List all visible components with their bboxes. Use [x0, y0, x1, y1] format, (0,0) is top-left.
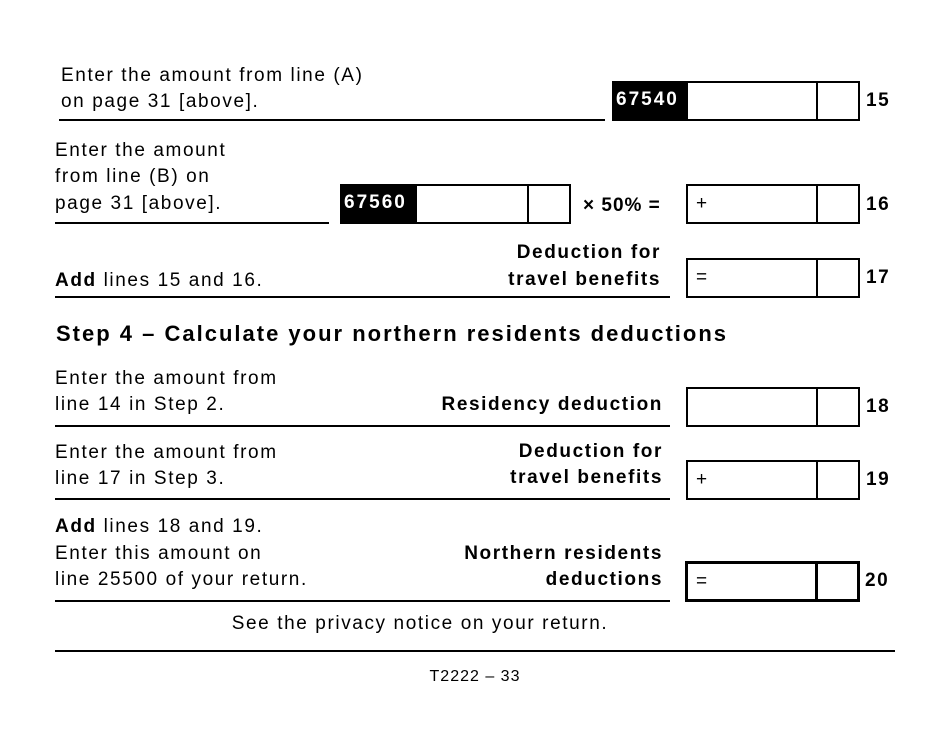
line-17-amount-field[interactable]: = — [686, 258, 860, 298]
form-page-id: T2222 – 33 — [429, 668, 521, 685]
line-20-title-1: Northern residents — [464, 543, 663, 564]
line-17-cents-field[interactable] — [816, 260, 818, 296]
line-17-label-add: Add — [55, 270, 97, 291]
footer-rule — [55, 650, 895, 652]
line-17-number: 17 — [866, 267, 891, 288]
line-19-rule — [55, 498, 670, 500]
line-15-number: 15 — [866, 90, 891, 111]
line-19-label-2: line 17 in Step 3. — [55, 468, 226, 489]
line-20-cents-field[interactable] — [815, 564, 818, 599]
line-19-number: 19 — [866, 469, 891, 490]
line-19-title-2: travel benefits — [510, 467, 663, 488]
line-20-number: 20 — [865, 570, 890, 591]
line-17-rule — [55, 296, 670, 298]
line-20-label-add: Add — [55, 516, 97, 537]
line-19-cents-field[interactable] — [816, 462, 818, 498]
line-15-cents-field[interactable] — [816, 83, 818, 119]
line-17-label-rest: lines 15 and 16. — [96, 270, 264, 291]
line-18-title: Residency deduction — [441, 394, 663, 415]
line-16-cents-field[interactable] — [816, 186, 818, 222]
line-16-input-cents-field[interactable] — [527, 186, 529, 222]
line-18-number: 18 — [866, 396, 891, 417]
line-17-title-2: travel benefits — [508, 269, 661, 290]
line-16-input-amount-field[interactable] — [415, 184, 571, 224]
line-20-label-1: Add lines 18 and 19. — [55, 514, 263, 540]
line-15-amount-field[interactable] — [686, 81, 860, 121]
line-16-rule — [55, 222, 329, 224]
plus-sign: + — [696, 469, 708, 490]
line-16-code: 67560 — [340, 184, 416, 224]
line-19-amount-field[interactable]: + — [686, 460, 860, 500]
line-16-amount-field[interactable]: + — [686, 184, 860, 224]
line-18-amount-field[interactable] — [686, 387, 860, 427]
privacy-notice: See the privacy notice on your return. — [231, 613, 609, 634]
plus-sign: + — [696, 193, 708, 214]
line-16-multiplier: × 50% = — [583, 195, 661, 216]
line-18-label-2: line 14 in Step 2. — [55, 394, 226, 415]
line-19-label-1: Enter the amount from — [55, 442, 278, 463]
line-16-label-1: Enter the amount — [55, 140, 227, 161]
line-16-label-2: from line (B) on — [55, 166, 211, 187]
line-17-label: Add lines 15 and 16. — [55, 268, 263, 294]
equals-sign: = — [696, 571, 708, 592]
line-20-label-3: line 25500 of your return. — [55, 569, 308, 590]
line-16-label-3: page 31 [above]. — [55, 193, 223, 214]
line-15-label-1: Enter the amount from line (A) — [61, 65, 364, 86]
line-17-title-1: Deduction for — [516, 242, 661, 263]
line-18-rule — [55, 425, 670, 427]
line-18-label-1: Enter the amount from — [55, 368, 278, 389]
line-20-rule — [55, 600, 670, 602]
line-15-rule — [59, 119, 605, 121]
line-20-title-2: deductions — [545, 569, 663, 590]
equals-sign: = — [696, 267, 708, 288]
line-18-cents-field[interactable] — [816, 389, 818, 425]
step-4-heading: Step 4 – Calculate your northern residen… — [56, 321, 729, 346]
line-20-amount-field[interactable]: = — [685, 561, 860, 602]
line-19-title-1: Deduction for — [518, 441, 663, 462]
line-16-number: 16 — [866, 194, 891, 215]
line-15-code: 67540 — [612, 81, 687, 121]
line-20-label-2: Enter this amount on — [55, 543, 263, 564]
line-15-label-2: on page 31 [above]. — [61, 91, 260, 112]
line-20-label-rest: lines 18 and 19. — [96, 516, 264, 537]
